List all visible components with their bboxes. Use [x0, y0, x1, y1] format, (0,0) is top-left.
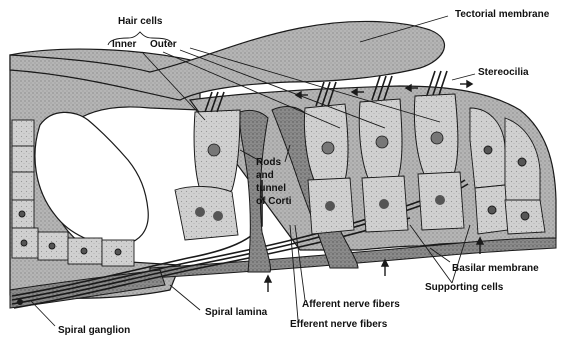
- label-supporting-cells: Supporting cells: [425, 283, 503, 293]
- label-rods-4: of Corti: [256, 197, 292, 207]
- label-spiral-lamina: Spiral lamina: [205, 308, 267, 318]
- outer-hair-cells: [304, 94, 464, 234]
- inner-hair-cell: [175, 110, 240, 240]
- label-afferent-nerve-fibers: Afferent nerve fibers: [302, 300, 400, 310]
- label-rods-3: tunnel: [256, 184, 286, 194]
- label-tectorial-membrane: Tectorial membrane: [455, 10, 549, 20]
- label-rods-1: Rods: [256, 158, 281, 168]
- label-rods-2: and: [256, 171, 274, 181]
- label-hair-cells: Hair cells: [118, 17, 162, 27]
- label-spiral-ganglion: Spiral ganglion: [58, 326, 130, 336]
- label-basilar-membrane: Basilar membrane: [452, 264, 539, 274]
- label-inner: Inner: [112, 40, 136, 50]
- spiral-ganglion-node: [17, 299, 23, 305]
- outer-hair-cell-3: [414, 94, 464, 230]
- label-stereocilia: Stereocilia: [478, 68, 529, 78]
- label-outer: Outer: [150, 40, 177, 50]
- label-efferent-nerve-fibers: Efferent nerve fibers: [290, 320, 387, 330]
- outer-hair-cell-2: [359, 99, 408, 232]
